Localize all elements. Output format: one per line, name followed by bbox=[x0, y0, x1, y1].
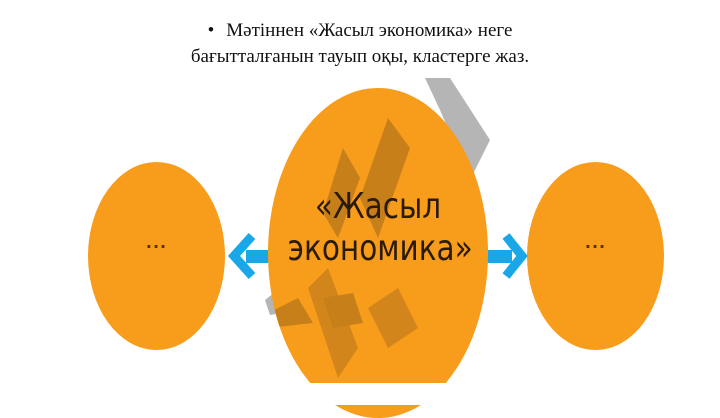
decor-shapes-icon bbox=[268, 118, 418, 378]
arrow-right-icon bbox=[482, 233, 528, 279]
center-node[interactable]: «Жасыл экономика» bbox=[268, 88, 488, 418]
left-node[interactable]: ... bbox=[88, 162, 225, 350]
center-label-line-2: экономика» bbox=[287, 228, 473, 269]
right-node[interactable]: ... bbox=[527, 162, 664, 350]
right-node-label: ... bbox=[584, 232, 607, 252]
cluster-diagram: ... ... «Жасыл экономика» bbox=[0, 78, 720, 418]
instruction-line-1: Мәтіннен «Жасыл экономика» неге bbox=[226, 20, 513, 41]
left-node-label: ... bbox=[145, 232, 168, 252]
center-label-line-1: «Жасыл bbox=[314, 186, 442, 227]
bottom-crop bbox=[0, 383, 720, 405]
instruction-line-2: бағытталғанын тауып оқы, кластерге жаз. bbox=[190, 46, 530, 67]
bullet-icon: • bbox=[207, 20, 215, 41]
instruction-text: • Мәтіннен «Жасыл экономика» неге бағытта… bbox=[0, 18, 720, 70]
